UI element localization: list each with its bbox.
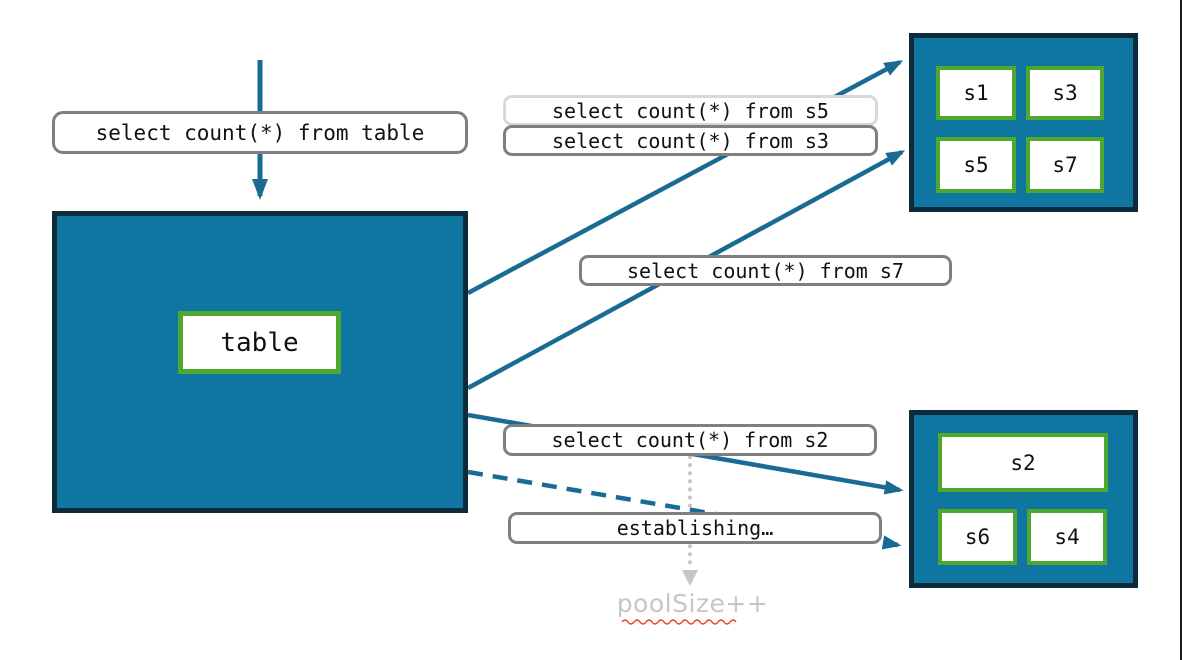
- query-label-s2: select count(*) from s2: [503, 424, 877, 456]
- slot-s7: s7: [1026, 137, 1104, 193]
- slot-s4: s4: [1027, 509, 1107, 565]
- page-edge-line: [1180, 0, 1182, 660]
- query-label-table: select count(*) from table: [52, 111, 468, 154]
- slot-s6: s6: [938, 509, 1017, 565]
- poolsize-arrowhead-icon: [682, 570, 698, 586]
- poolsize-note: poolSize++: [616, 589, 769, 618]
- query-label-s7: select count(*) from s7: [579, 255, 952, 286]
- pool-bottom-container: s2 s6 s4: [909, 410, 1138, 588]
- pool-top-container: s1 s3 s5 s7: [909, 33, 1138, 212]
- query-label-s5: select count(*) from s5: [503, 95, 878, 126]
- slot-s1: s1: [936, 66, 1016, 120]
- establishing-label: establishing…: [508, 512, 882, 544]
- table-label-box: table: [178, 311, 341, 374]
- spellcheck-squiggle-icon: [622, 619, 737, 625]
- slot-s3: s3: [1026, 66, 1104, 120]
- slot-s5: s5: [936, 137, 1016, 193]
- query-label-s3: select count(*) from s3: [503, 125, 878, 156]
- slot-s2: s2: [938, 433, 1108, 492]
